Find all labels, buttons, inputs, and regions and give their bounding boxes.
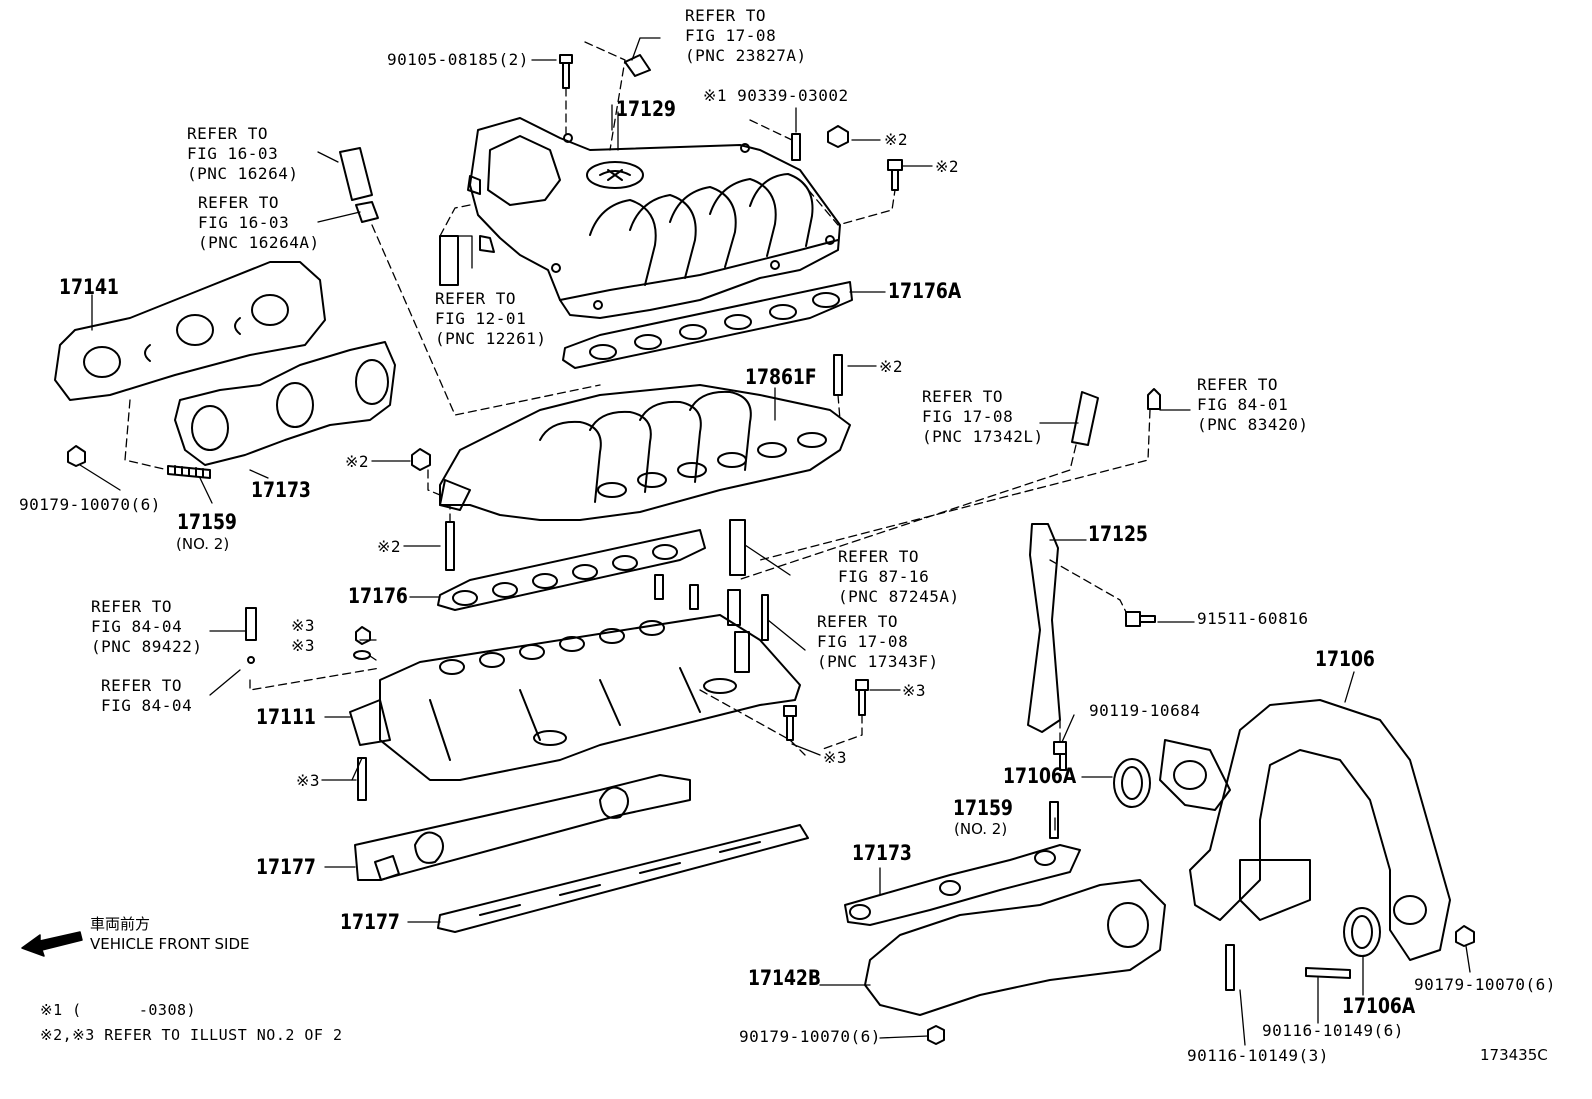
mark-3-stud: ※3 [296,771,321,790]
gasket-ring-17106A-drawings [1113,758,1381,957]
ref-fig-84-01-pnc-83420: REFER TO FIG 84-01 (PNC 83420) [1197,375,1309,434]
front-arrow-icon [21,931,83,957]
exhaust-pipe-17106-drawing [1159,699,1451,961]
fastener-90179-10070-bottom: 90179-10070(6) [739,1027,881,1046]
part-17125: 17125 [1088,522,1148,546]
mark-2-nut-left: ※2 [345,452,370,471]
ref-fig-16-03-pnc-16264A: REFER TO FIG 16-03 (PNC 16264A) [198,193,320,252]
nut-90179-left-drawing [67,445,86,467]
mark-2-stud-mid: ※2 [879,357,904,376]
mark-3-bolt-right: ※3 [902,681,927,700]
ref-fig-84-04: REFER TO FIG 84-04 [101,676,193,715]
fastener-90119-10684: 90119-10684 [1089,701,1201,720]
mark-2-stud-left: ※2 [377,537,402,556]
part-17176: 17176 [348,584,408,608]
part-17141: 17141 [59,275,119,299]
part-17173-right: 17173 [852,841,912,865]
part-17159-right: 17159 [953,796,1013,820]
part-17129: 17129 [616,97,676,121]
leader-lines [79,37,1471,1046]
front-side-label-jp: 車両前方 [90,915,151,933]
heat-insulator-17142B-drawing [864,879,1166,1016]
fastener-90116-10149-6: 90116-10149(6) [1262,1021,1404,1040]
ref-fig-12-01-pnc-12261: REFER TO FIG 12-01 (PNC 12261) [435,289,547,348]
part-17861F: 17861F [745,365,817,389]
stud-17159-left-drawing [167,465,211,479]
bracket-17125-drawing [1027,523,1061,733]
part-17177-a: 17177 [256,855,316,879]
ref-fig-87-16-pnc-87245A: REFER TO FIG 87-16 (PNC 87245A) [838,547,960,606]
gasket-17176A-drawing [562,281,853,369]
fastener-90179-10070-right: 90179-10070(6) [1414,975,1556,994]
ref-fig-17-08-pnc-17343F: REFER TO FIG 17-08 (PNC 17343F) [817,612,939,671]
part-17177-b: 17177 [340,910,400,934]
exhaust-gasket-17173-left-drawing [174,341,396,466]
lower-intake-17111-drawing [349,574,801,781]
part-17142B: 17142B [748,966,822,990]
fastener-90116-10149-3: 90116-10149(3) [1187,1046,1329,1065]
ref-fig-84-04-pnc-89422: REFER TO FIG 84-04 (PNC 89422) [91,597,203,656]
alignment-dashed-lines [124,41,1151,756]
gasket-17176-drawing [437,529,706,611]
reference-hoses-drawing [245,54,1161,664]
fastener-90339-03002: ※1 90339-03002 [703,86,849,105]
part-17159-left: 17159 [177,510,237,534]
note-2: ※2,※3 REFER TO ILLUST NO.2 OF 2 [40,1026,343,1044]
part-17159-right-sub: (NO. 2) [954,820,1008,838]
mark-3-nut: ※3 [291,616,316,635]
intake-manifold-17861F-drawing [439,384,851,521]
mark-3-washer: ※3 [291,636,316,655]
part-17106A-b: 17106A [1342,994,1416,1018]
mark-2-bolt-top: ※2 [935,157,960,176]
part-17111: 17111 [256,705,316,729]
upper-intake-plenum-drawing [467,117,841,319]
fastener-91511-60816: 91511-60816 [1197,609,1309,628]
fastener-90179-10070-left: 90179-10070(6) [19,495,161,514]
gasket-17177-drawings [354,774,809,933]
ref-fig-17-08-pnc-17342L: REFER TO FIG 17-08 (PNC 17342L) [922,387,1044,446]
fastener-90105-08185: 90105-08185(2) [387,50,529,69]
ref-fig-16-03-pnc-16264: REFER TO FIG 16-03 (PNC 16264) [187,124,299,183]
diagram-id: 173435C [1480,1046,1548,1064]
front-side-label-en: VEHICLE FRONT SIDE [90,935,250,953]
part-17159-left-sub: (NO. 2) [176,535,230,553]
mark-2-nut-top: ※2 [884,130,909,149]
note-1: ※1 ( -0308) [40,1001,197,1019]
part-17106: 17106 [1315,647,1375,671]
ref-fig-17-08-pnc-23827A: REFER TO FIG 17-08 (PNC 23827A) [685,6,807,65]
part-17106A-a: 17106A [1003,764,1077,788]
fasteners-drawing [353,54,1475,1045]
mark-3-bolt-low: ※3 [823,748,848,767]
exhaust-insulator-17141-drawing [54,261,326,401]
exhaust-gasket-17173-right-drawing [844,844,1081,926]
part-17176A: 17176A [888,279,962,303]
part-17173-left: 17173 [251,478,311,502]
